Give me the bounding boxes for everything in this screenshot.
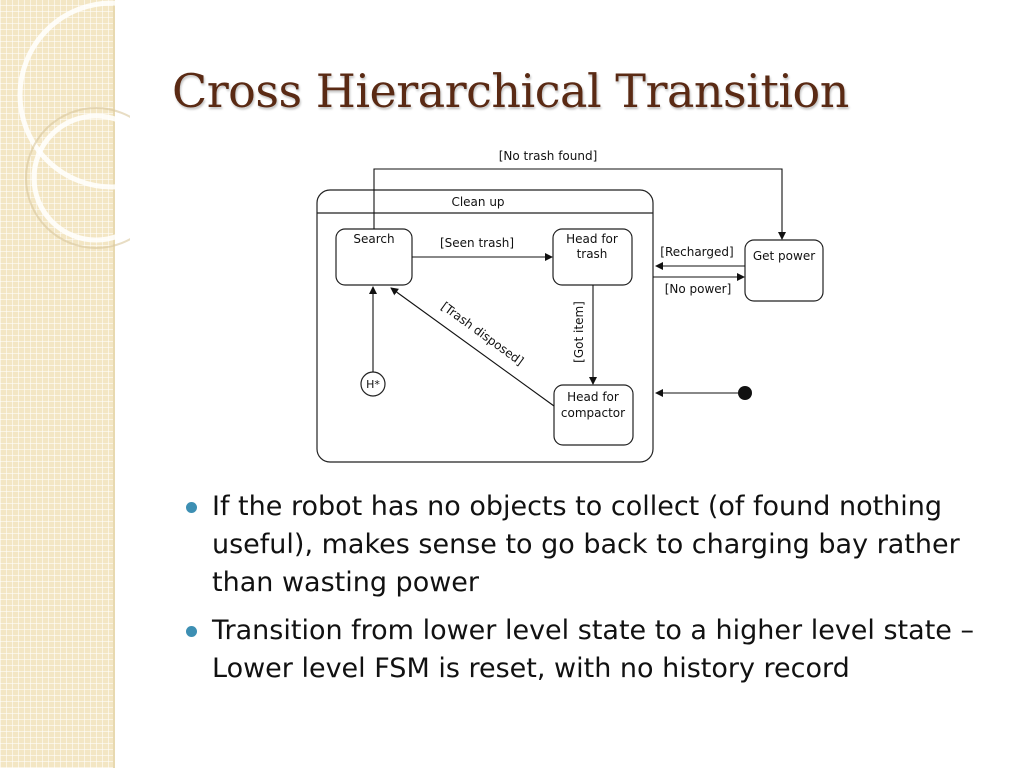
transition-no-trash-found xyxy=(373,168,786,240)
state-get-power-label: Get power xyxy=(753,249,815,263)
bullet-dot-icon xyxy=(186,626,197,637)
bullet-list: If the robot has no objects to collect (… xyxy=(186,488,986,698)
decorative-circles xyxy=(17,0,130,249)
slide-title: Cross Hierarchical Transition xyxy=(172,64,849,118)
bullet-text: Transition from lower level state to a h… xyxy=(212,615,974,684)
bullet-item: Transition from lower level state to a h… xyxy=(186,612,986,688)
state-head-for-trash-label-line2: trash xyxy=(577,247,608,261)
history-state-label: H* xyxy=(366,378,380,391)
label-no-power: [No power] xyxy=(665,282,732,296)
label-no-trash-found: [No trash found] xyxy=(499,149,598,163)
initial-state-dot xyxy=(738,386,752,400)
label-got-item: [Got item] xyxy=(572,301,586,363)
state-head-for-compactor-label-line1: Head for xyxy=(567,390,619,404)
label-recharged: [Recharged] xyxy=(660,245,733,259)
bullet-item: If the robot has no objects to collect (… xyxy=(186,488,986,602)
bullet-dot-icon xyxy=(186,502,197,513)
sidebar-edge xyxy=(113,0,115,768)
state-diagram: Clean up Search Head for trash Head for … xyxy=(316,149,824,463)
transition-trash-disposed xyxy=(390,287,555,407)
state-head-for-compactor xyxy=(553,384,634,446)
label-seen-trash: [Seen trash] xyxy=(440,236,514,250)
state-head-for-trash-label-line1: Head for xyxy=(566,232,618,246)
state-get-power xyxy=(744,239,824,302)
superstate-label: Clean up xyxy=(451,195,504,209)
state-head-for-compactor-label-line2: compactor xyxy=(561,406,625,420)
bullet-text: If the robot has no objects to collect (… xyxy=(212,491,960,598)
state-search-label: Search xyxy=(353,232,394,246)
